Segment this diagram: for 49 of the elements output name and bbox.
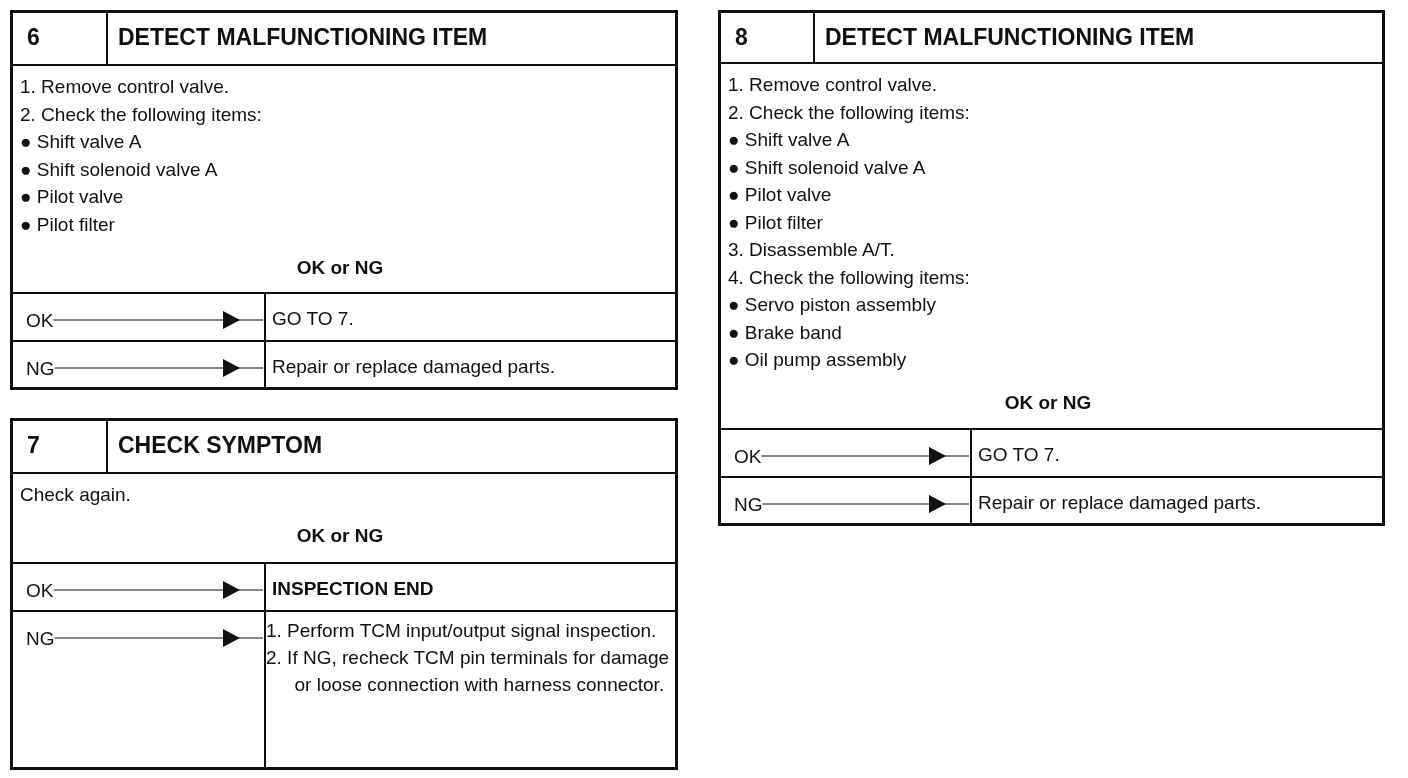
result-label: OK: [26, 578, 54, 604]
action-text: GO TO 7.: [266, 298, 672, 334]
result-label: NG: [26, 356, 55, 382]
result-label: OK: [734, 444, 762, 470]
instruction-text: 1. Perform TCM input/output signal inspection.: [266, 619, 658, 643]
step-number: 6: [27, 26, 40, 49]
arrow: [760, 447, 970, 465]
result-label: NG: [26, 626, 55, 652]
instruction-text: 1. Remove control valve.: [728, 73, 939, 97]
instruction-text: ● Shift valve A: [20, 130, 143, 154]
step-title: DETECT MALFUNCTIONING ITEM: [825, 26, 1195, 49]
instruction-text: ● Servo piston assembly: [728, 293, 937, 317]
result-label: NG: [734, 492, 763, 518]
instruction-text: 3. Disassemble A/T.: [728, 238, 896, 262]
instruction-text: ● Pilot valve: [728, 183, 833, 207]
action-text: Repair or replace damaged parts.: [972, 482, 1379, 520]
instruction-text: ● Oil pump assembly: [728, 348, 908, 372]
instruction-text: ● Shift valve A: [728, 128, 851, 152]
result-heading: OK or NG: [20, 255, 660, 285]
action-text: Repair or replace damaged parts.: [266, 346, 672, 384]
instruction-text: ● Shift solenoid valve A: [728, 155, 927, 180]
arrow: [52, 581, 264, 599]
instruction-text: 4. Check the following items:: [728, 265, 971, 290]
step-panel: [718, 10, 1385, 526]
instruction-text: ● Pilot valve: [20, 185, 125, 209]
instruction-text: Check again.: [20, 483, 132, 507]
instruction-text: 2. Check the following items:: [728, 100, 971, 125]
instruction-text: 1. Remove control valve.: [20, 75, 231, 99]
step-number: 7: [27, 434, 40, 457]
arrow: [53, 629, 264, 647]
step-panel: [10, 10, 678, 390]
action-text: INSPECTION END: [266, 568, 672, 604]
instruction-text: ● Shift solenoid valve A: [20, 157, 219, 182]
step-panel: [10, 418, 678, 770]
action-text: GO TO 7.: [972, 434, 1379, 470]
instruction-text: 2. If NG, recheck TCM pin terminals for damage or loose connection with harness connector.: [266, 646, 671, 697]
instruction-text: ● Brake band: [728, 320, 843, 345]
arrow: [52, 311, 264, 329]
instruction-text: 2. Check the following items:: [20, 102, 263, 127]
step-number: 8: [735, 26, 748, 49]
arrow: [53, 359, 264, 377]
step-title: CHECK SYMPTOM: [118, 434, 323, 457]
instruction-text: ● Pilot filter: [728, 210, 824, 235]
result-label: OK: [26, 308, 54, 334]
result-heading: OK or NG: [20, 523, 660, 553]
arrow: [761, 495, 970, 513]
instruction-text: ● Pilot filter: [20, 212, 116, 237]
step-title: DETECT MALFUNCTIONING ITEM: [118, 26, 488, 49]
result-heading: OK or NG: [728, 390, 1368, 420]
